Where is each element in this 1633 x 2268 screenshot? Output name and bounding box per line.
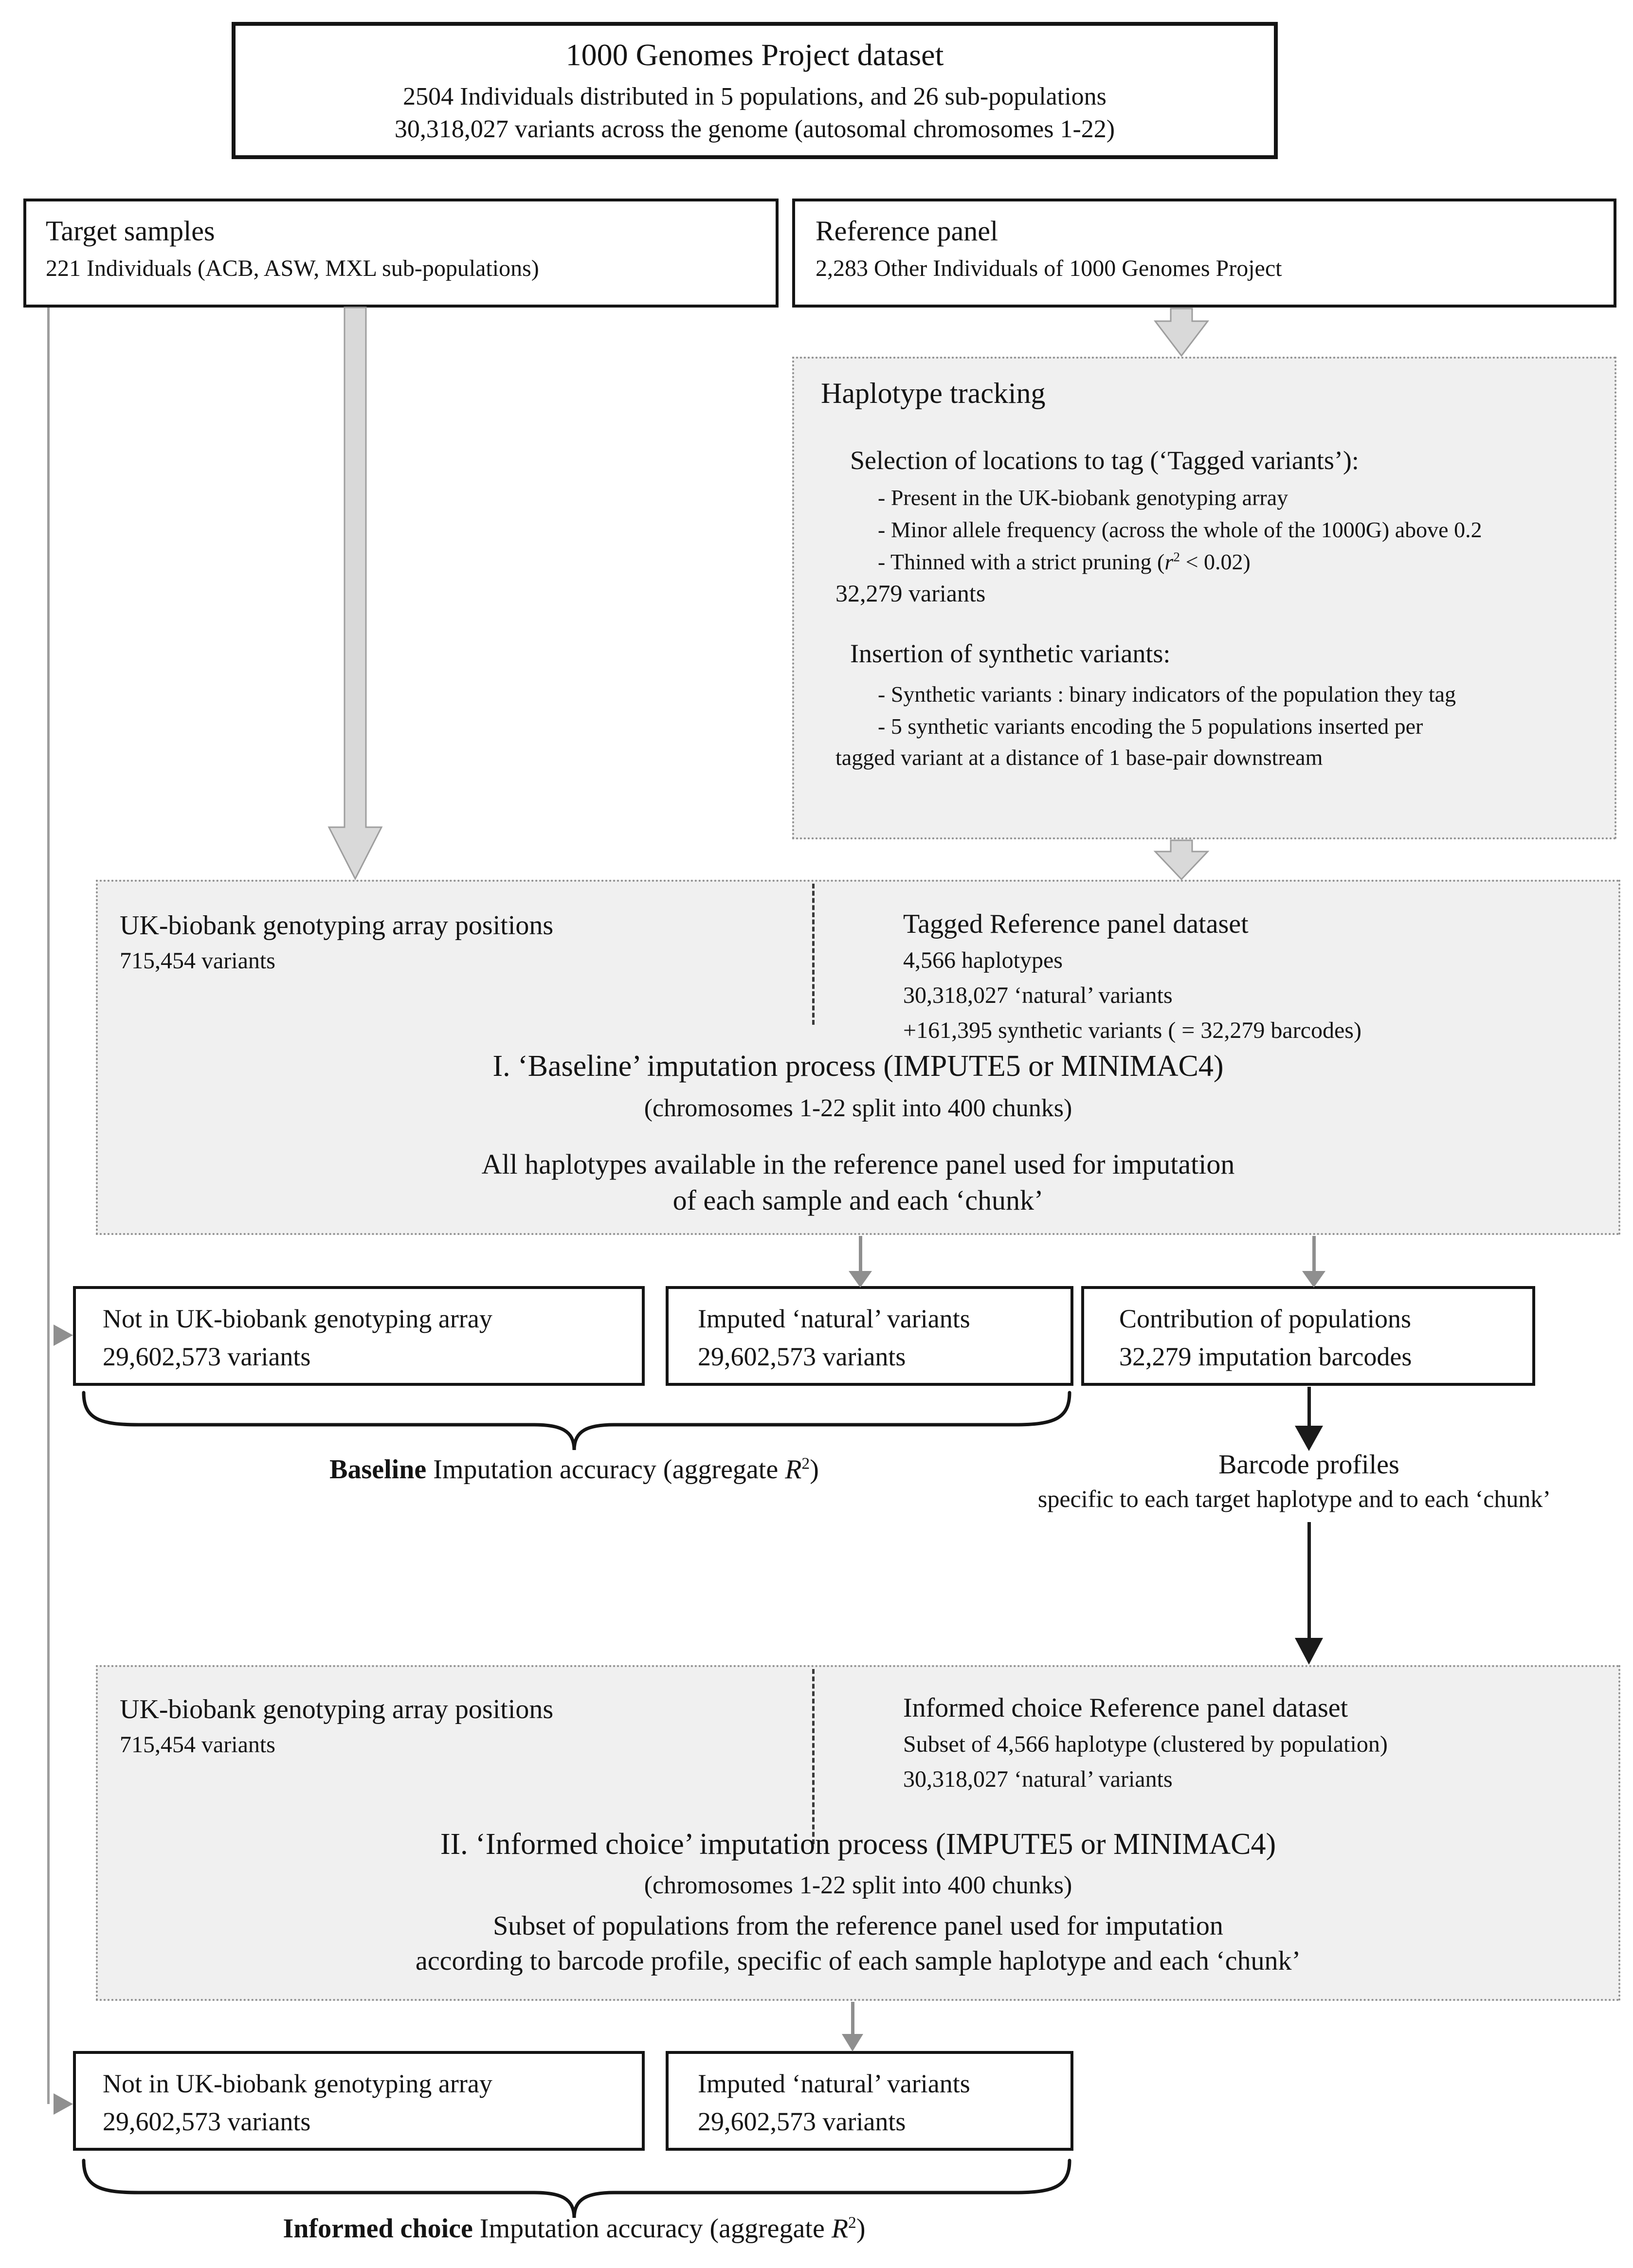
baseline-ref-line1: 4,566 haplotypes — [903, 947, 1063, 974]
arrow-target-to-baseline — [327, 307, 383, 881]
informed-accuracy-caption: Informed choice Imputation accuracy (agg… — [283, 2214, 866, 2244]
informed-ref-title: Informed choice Reference panel dataset — [903, 1693, 1348, 1723]
informed-array-subtitle: 715,454 variants — [120, 1732, 275, 1758]
baseline-process-title: I. ‘Baseline’ imputation process (IMPUTE… — [492, 1050, 1224, 1083]
baseline-not-in-array-box: Not in UK-biobank genotyping array 29,60… — [73, 1286, 645, 1386]
informed-panel-divider — [812, 1669, 815, 1844]
informed-array-column: UK-biobank genotyping array positions 71… — [120, 1694, 553, 1759]
arrowhead-rail-informed — [54, 2093, 73, 2115]
baseline-array-column: UK-biobank genotyping array positions 71… — [120, 910, 553, 975]
informed-accuracy-brace — [82, 2159, 1071, 2218]
baseline-not-in-array-subtitle: 29,602,573 variants — [103, 1342, 311, 1372]
target-samples-box: Target samples 221 Individuals (ACB, ASW… — [23, 199, 779, 308]
line-baseline-to-contribution — [1312, 1236, 1316, 1272]
reference-panel-title: Reference panel — [816, 215, 998, 247]
informed-not-in-array-title: Not in UK-biobank genotyping array — [103, 2069, 492, 2098]
line-barcode-to-informed — [1307, 1522, 1311, 1639]
informed-ref-column: Informed choice Reference panel dataset … — [903, 1692, 1388, 1794]
baseline-accuracy-brace — [82, 1391, 1071, 1451]
arrowhead-contribution-to-barcode — [1295, 1426, 1323, 1451]
line-baseline-to-imputed — [859, 1236, 862, 1272]
arrow-reference-to-haplotype — [1153, 308, 1210, 357]
informed-not-in-array-box: Not in UK-biobank genotyping array 29,60… — [73, 2051, 645, 2151]
baseline-process-line1: All haplotypes available in the referenc… — [481, 1148, 1235, 1180]
arrowhead-rail-baseline — [54, 1325, 73, 1346]
selection-bullet-1: - Present in the UK-biobank genotyping a… — [878, 485, 1288, 510]
haplotype-tracking-box: Haplotype tracking Selection of location… — [792, 357, 1616, 839]
informed-process-subtitle: (chromosomes 1-22 split into 400 chunks) — [644, 1871, 1072, 1899]
baseline-ref-column: Tagged Reference panel dataset 4,566 hap… — [903, 908, 1361, 1044]
arrowhead-barcode-to-informed — [1295, 1638, 1323, 1665]
contribution-box: Contribution of populations 32,279 imput… — [1081, 1286, 1535, 1386]
baseline-imputed-subtitle: 29,602,573 variants — [698, 1342, 906, 1372]
baseline-process-subtitle: (chromosomes 1-22 split into 400 chunks) — [644, 1094, 1072, 1122]
rail-target-to-outputs — [47, 308, 50, 2104]
dataset-title: 1000 Genomes Project dataset — [565, 37, 944, 72]
dataset-box: 1000 Genomes Project dataset 2504 Indivi… — [232, 22, 1278, 159]
informed-array-title: UK-biobank genotyping array positions — [120, 1694, 554, 1724]
arrow-haplotype-to-baseline — [1153, 839, 1210, 881]
arrowhead-baseline-to-imputed — [849, 1271, 872, 1288]
dataset-line2: 30,318,027 variants across the genome (a… — [394, 115, 1115, 144]
haplotype-tracking-title: Haplotype tracking — [821, 377, 1046, 409]
tagged-variants-count: 32,279 variants — [835, 580, 986, 607]
informed-imputed-title: Imputed ‘natural’ variants — [698, 2069, 970, 2098]
barcode-profiles-title: Barcode profiles — [1218, 1450, 1399, 1480]
target-samples-subtitle: 221 Individuals (ACB, ASW, MXL sub-popul… — [46, 255, 539, 281]
target-samples-title: Target samples — [46, 215, 215, 247]
reference-panel-box: Reference panel 2,283 Other Individuals … — [792, 199, 1616, 308]
informed-ref-line1: Subset of 4,566 haplotype (clustered by … — [903, 1731, 1388, 1758]
dataset-line1: 2504 Individuals distributed in 5 popula… — [403, 82, 1107, 110]
arrowhead-informed-to-imputed — [842, 2034, 863, 2051]
barcode-profiles-subtitle: specific to each target haplotype and to… — [1037, 1485, 1551, 1512]
baseline-process-line2: of each sample and each ‘chunk’ — [672, 1184, 1044, 1216]
selection-bullet-3: - Thinned with a strict pruning (r2 < 0.… — [878, 549, 1251, 574]
informed-process-line1: Subset of populations from the reference… — [493, 1911, 1223, 1941]
selection-heading: Selection of locations to tag (‘Tagged v… — [850, 446, 1359, 475]
insertion-bullet-1: - Synthetic variants : binary indicators… — [878, 682, 1456, 707]
baseline-accuracy-bold: Baseline — [329, 1454, 427, 1485]
reference-panel-subtitle: 2,283 Other Individuals of 1000 Genomes … — [816, 255, 1282, 281]
informed-accuracy-bold: Informed choice — [283, 2214, 473, 2244]
insertion-bullet-2: - 5 synthetic variants encoding the 5 po… — [878, 714, 1423, 739]
informed-process-panel: UK-biobank genotyping array positions 71… — [96, 1665, 1620, 2001]
informed-not-in-array-subtitle: 29,602,573 variants — [103, 2107, 311, 2137]
baseline-imputed-box: Imputed ‘natural’ variants 29,602,573 va… — [666, 1286, 1073, 1386]
baseline-ref-line2: 30,318,027 ‘natural’ variants — [903, 982, 1173, 1008]
insertion-bullet-2-cont: tagged variant at a distance of 1 base-p… — [835, 745, 1323, 770]
informed-process-line2: according to barcode profile, specific o… — [415, 1946, 1301, 1976]
baseline-process-panel: UK-biobank genotyping array positions 71… — [96, 880, 1620, 1235]
informed-imputed-box: Imputed ‘natural’ variants 29,602,573 va… — [666, 2051, 1073, 2151]
baseline-array-subtitle: 715,454 variants — [120, 948, 275, 974]
line-informed-to-imputed — [851, 2002, 854, 2035]
baseline-array-title: UK-biobank genotyping array positions — [120, 910, 554, 941]
baseline-imputed-title: Imputed ‘natural’ variants — [698, 1304, 970, 1333]
contribution-subtitle: 32,279 imputation barcodes — [1119, 1342, 1412, 1372]
informed-ref-line2: 30,318,027 ‘natural’ variants — [903, 1766, 1173, 1792]
contribution-title: Contribution of populations — [1119, 1304, 1411, 1333]
arrowhead-baseline-to-contribution — [1302, 1271, 1325, 1288]
baseline-accuracy-caption: Baseline Imputation accuracy (aggregate … — [329, 1454, 819, 1485]
informed-imputed-subtitle: 29,602,573 variants — [698, 2107, 906, 2137]
baseline-panel-divider — [812, 884, 815, 1025]
baseline-ref-line3: +161,395 synthetic variants ( = 32,279 b… — [903, 1017, 1361, 1043]
baseline-ref-title: Tagged Reference panel dataset — [903, 909, 1249, 939]
baseline-not-in-array-title: Not in UK-biobank genotyping array — [103, 1304, 492, 1333]
insertion-heading: Insertion of synthetic variants: — [850, 639, 1171, 668]
informed-process-title: II. ‘Informed choice’ imputation process… — [440, 1828, 1276, 1861]
selection-bullet-2: - Minor allele frequency (across the who… — [878, 517, 1482, 542]
line-contribution-to-barcode — [1307, 1387, 1311, 1427]
